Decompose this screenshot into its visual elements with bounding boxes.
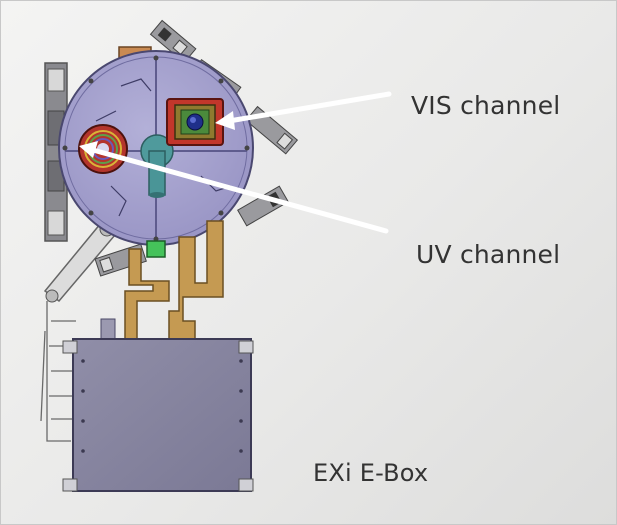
vis-pointer-arrow	[215, 91, 392, 130]
central-post	[140, 134, 174, 198]
exi-ebox	[62, 318, 254, 492]
cable-harness	[40, 301, 76, 442]
green-connector	[146, 240, 166, 258]
flex-cables	[124, 220, 224, 342]
ebox-label: EXi E-Box	[313, 459, 429, 487]
vis-channel-label: VIS channel	[411, 91, 561, 120]
uv-channel-sensor	[78, 124, 128, 174]
uv-channel-label: UV channel	[416, 240, 561, 269]
uv-pointer-arrow	[79, 141, 389, 234]
vis-channel-sensor	[166, 98, 224, 146]
